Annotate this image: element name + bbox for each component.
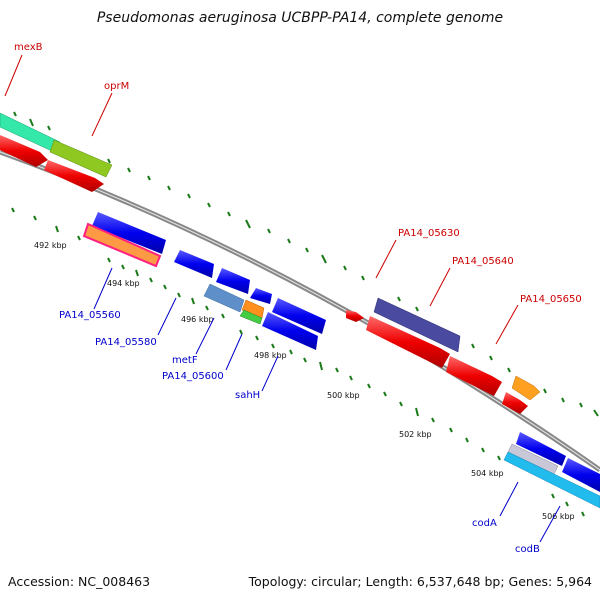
gene-arrow[interactable]	[516, 432, 566, 466]
gene-arrow[interactable]	[239, 309, 263, 325]
gene-label-sahH[interactable]: sahH	[235, 390, 260, 401]
gene-arrow[interactable]	[503, 451, 600, 509]
forward-gene-labels: mexB oprM PA14_05630 PA14_05640 PA14_056…	[14, 42, 582, 305]
gene-arrow[interactable]	[92, 212, 166, 254]
gene-arrow[interactable]	[216, 268, 250, 294]
gene-arrow[interactable]	[82, 222, 162, 268]
gene-arrow[interactable]	[446, 356, 502, 396]
kbp-label: 496 kbp	[181, 315, 214, 324]
gene-label-PA14_05600[interactable]: PA14_05600	[162, 371, 224, 382]
kbp-scale: 492 kbp 494 kbp 496 kbp 498 kbp 500 kbp …	[34, 241, 575, 521]
inner-ticks	[11, 207, 585, 517]
topology-text: Topology: circular; Length: 6,537,648 bp…	[248, 574, 592, 589]
kbp-label: 506 kbp	[542, 512, 575, 521]
gene-arrow[interactable]	[250, 288, 272, 304]
kbp-label: 502 kbp	[399, 430, 432, 439]
gene-label-mexB[interactable]: mexB	[14, 42, 43, 53]
kbp-label: 498 kbp	[254, 351, 287, 360]
gene-arrow[interactable]	[49, 139, 113, 178]
gene-arrow[interactable]	[346, 310, 364, 322]
gene-arrow[interactable]	[373, 297, 461, 353]
gene-label-metF[interactable]: metF	[172, 355, 198, 366]
forward-strand-genes	[0, 112, 541, 414]
gene-label-PA14_05650[interactable]: PA14_05650	[520, 294, 582, 305]
gene-label-PA14_05640[interactable]: PA14_05640	[452, 256, 514, 267]
gene-arrow[interactable]	[272, 298, 326, 334]
gene-arrow[interactable]	[174, 250, 214, 278]
gene-label-codA[interactable]: codA	[472, 518, 497, 529]
kbp-label: 504 kbp	[471, 469, 504, 478]
outer-ticks	[13, 111, 599, 417]
gene-label-PA14_05560[interactable]: PA14_05560	[59, 310, 121, 321]
gene-arrow[interactable]	[262, 312, 318, 350]
forward-label-leaders	[4, 54, 519, 345]
reverse-strand-genes	[82, 212, 600, 509]
kbp-label: 500 kbp	[327, 391, 360, 400]
gene-label-PA14_05630[interactable]: PA14_05630	[398, 228, 460, 239]
gene-arrow[interactable]	[502, 392, 528, 414]
gene-label-PA14_05580[interactable]: PA14_05580	[95, 337, 157, 348]
gene-arrow[interactable]	[562, 458, 600, 492]
reverse-label-leaders	[93, 267, 561, 543]
gene-arrow[interactable]	[203, 283, 245, 313]
gene-label-oprM[interactable]: oprM	[104, 81, 129, 92]
reverse-gene-labels: PA14_05560 PA14_05580 metF PA14_05600 sa…	[59, 310, 540, 555]
accession-text: Accession: NC_008463	[8, 574, 150, 589]
kbp-label: 492 kbp	[34, 241, 67, 250]
gene-arrow[interactable]	[0, 135, 48, 167]
gene-label-codB[interactable]: codB	[515, 544, 540, 555]
kbp-label: 494 kbp	[107, 279, 140, 288]
map-title: Pseudomonas aeruginosa UCBPP-PA14, compl…	[97, 10, 503, 26]
gene-arrow[interactable]	[511, 375, 541, 401]
gene-arrow[interactable]	[44, 160, 104, 192]
gene-arrow[interactable]	[366, 316, 450, 368]
